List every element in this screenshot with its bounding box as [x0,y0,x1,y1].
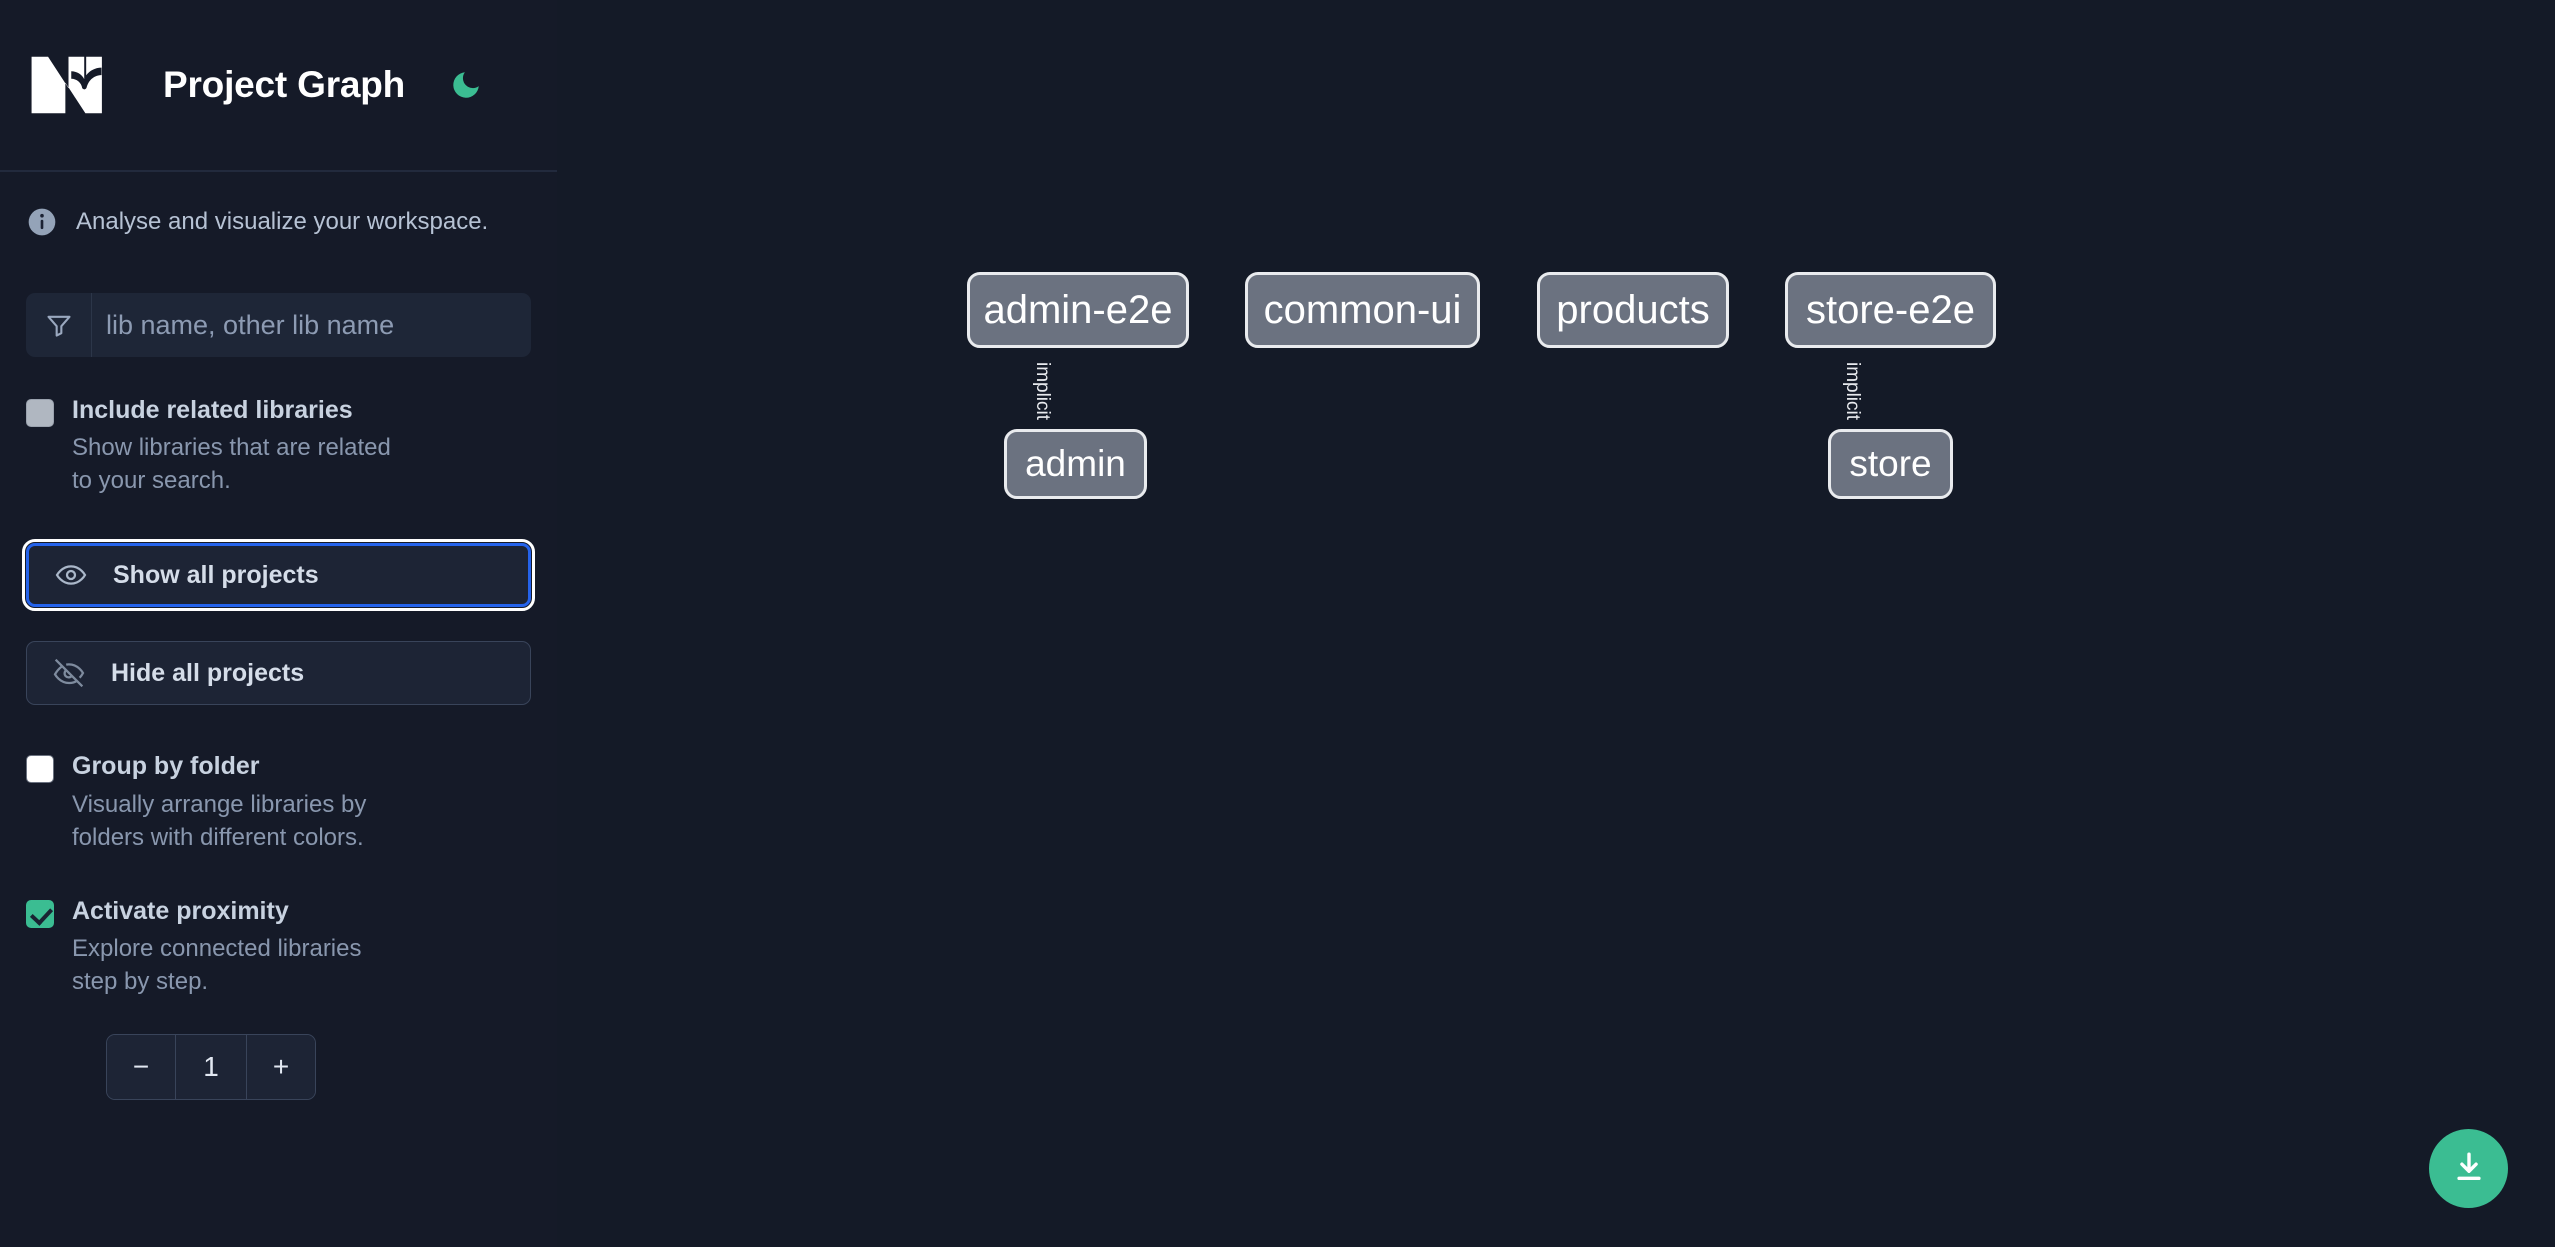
graph-layer: admin-e2e common-ui products store-e2e a… [557,0,2555,1247]
nx-logo-icon [26,52,122,118]
include-related-libraries-checkbox[interactable] [26,399,54,427]
show-all-projects-button[interactable]: Show all projects [22,539,535,612]
option-include-related-libraries[interactable]: Include related libraries Show libraries… [0,395,557,497]
group-by-folder-checkbox[interactable] [26,755,54,784]
group-by-folder-label: Group by folder [72,752,260,781]
info-icon [26,206,58,238]
search-input[interactable] [92,293,531,357]
project-visibility-buttons: Show all projects Hide all projects [0,539,557,706]
graph-node-products[interactable]: products [1537,272,1729,348]
proximity-stepper-wrap: − 1 + [0,1034,557,1101]
option-activate-proximity[interactable]: Activate proximity Explore connected lib… [0,896,557,998]
eye-icon [55,557,91,593]
include-related-libraries-label: Include related libraries [72,396,353,424]
activate-proximity-checkbox[interactable] [26,899,54,928]
workspace-info: Analyse and visualize your workspace. [0,172,557,238]
group-by-folder-description: Visually arrange libraries by folders wi… [72,790,367,851]
proximity-increment-button[interactable]: + [247,1035,315,1100]
graph-node-admin-e2e[interactable]: admin-e2e [967,272,1189,348]
moon-icon[interactable] [443,62,489,108]
download-button[interactable] [2429,1129,2508,1208]
option-group-by-folder[interactable]: Group by folder Visually arrange librari… [0,751,557,853]
proximity-decrement-button[interactable]: − [107,1035,175,1100]
eye-off-icon [53,655,89,691]
graph-node-admin[interactable]: admin [1004,429,1147,499]
graph-canvas[interactable]: admin-e2e common-ui products store-e2e a… [557,0,2555,1247]
page-title: Project Graph [163,64,406,105]
show-all-projects-label: Show all projects [113,560,319,589]
graph-node-store-e2e[interactable]: store-e2e [1785,272,1996,348]
sidebar-header: Project Graph [0,0,557,172]
hide-all-projects-button[interactable]: Hide all projects [26,641,531,706]
sidebar: Project Graph Analyse and visualize your… [0,0,574,1247]
graph-edges [557,0,857,150]
edge-label-admin-implicit: implicit [1032,361,1054,421]
activate-proximity-label: Activate proximity [72,896,289,925]
workspace-info-text: Analyse and visualize your workspace. [76,208,489,235]
download-icon [2452,1150,2486,1187]
graph-node-common-ui[interactable]: common-ui [1245,272,1480,348]
include-related-libraries-description: Show libraries that are related to your … [72,434,391,495]
filter-bar[interactable] [26,293,531,357]
filter-icon [26,293,92,357]
graph-node-store[interactable]: store [1828,429,1953,499]
proximity-value: 1 [175,1035,247,1100]
edge-label-store-implicit: implicit [1842,361,1864,421]
activate-proximity-description: Explore connected libraries step by step… [72,935,362,996]
proximity-stepper: − 1 + [106,1034,316,1101]
hide-all-projects-label: Hide all projects [111,658,305,687]
sidebar-body: Analyse and visualize your workspace. In… [0,172,557,1101]
